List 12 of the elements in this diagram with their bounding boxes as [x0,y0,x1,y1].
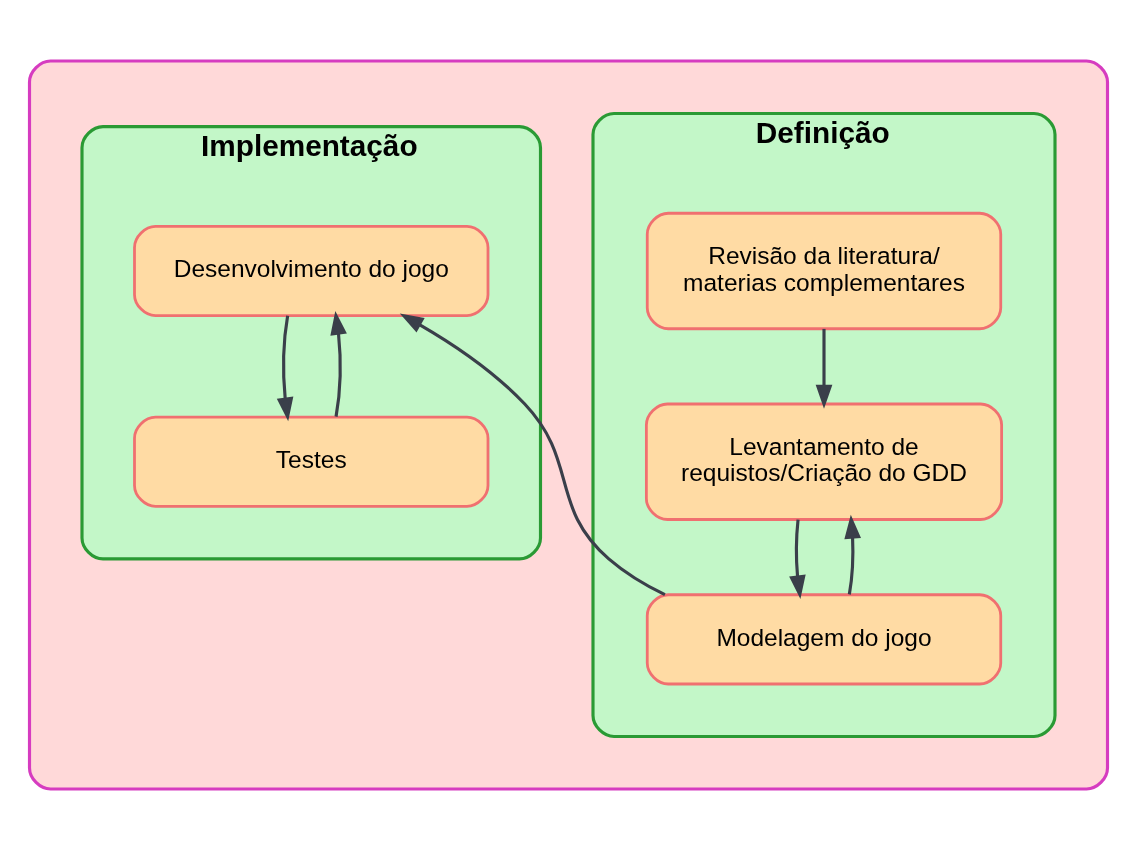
arrow [815,328,833,409]
node-box: Levantamento de requistos/Criação do GDD [644,402,1004,521]
arrow [330,311,347,417]
node-box: Testes [133,415,490,508]
cluster [27,59,1110,791]
arrow [399,313,666,597]
node-box: Desenvolvimento do jogo [133,224,490,318]
arrow [276,315,294,422]
node-box: Revisão da literatura/ materias complementares [645,211,1003,331]
arrow [789,519,806,600]
arrow [844,514,861,595]
node-box: Modelagem do jogo [645,593,1003,686]
